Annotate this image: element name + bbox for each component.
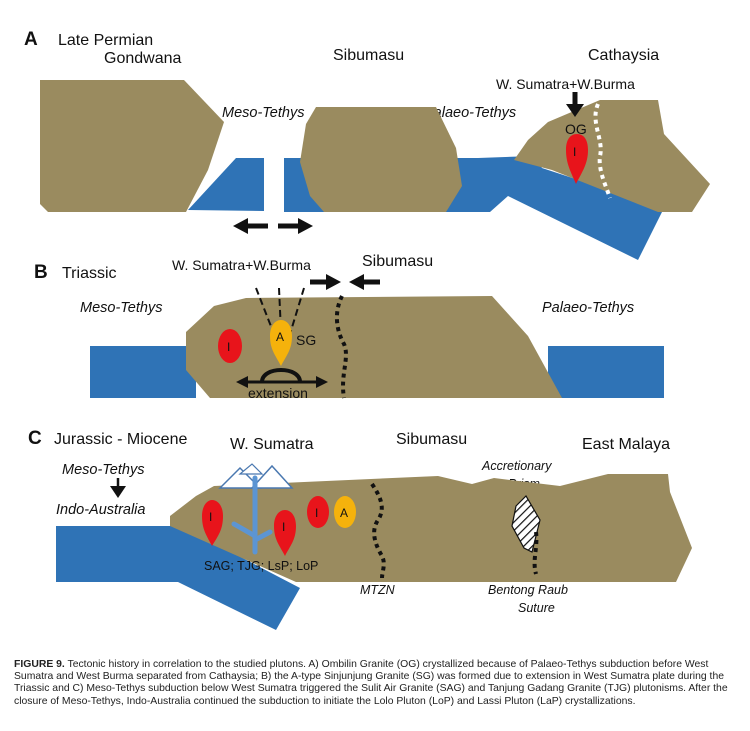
gondwana-plate — [40, 80, 224, 212]
extension-label: extension — [248, 385, 308, 401]
indo-australia-slab — [56, 526, 300, 630]
i-type-pluton-c3: I — [307, 496, 329, 528]
wsumatra-wburma-label-b: W. Sumatra+W.Burma — [172, 257, 311, 273]
suture-label: Suture — [518, 601, 555, 615]
sibumasu-plate-a — [300, 107, 462, 212]
suture-line-b — [335, 295, 348, 399]
panel-b: B Triassic W. Sumatra+W.Burma Sibumasu M… — [34, 253, 664, 401]
extension-arrow-b — [236, 368, 328, 388]
a-type-pluton-c: A — [334, 496, 356, 528]
panel-a: A Late Permian Gondwana Sibumasu Cathays… — [24, 29, 710, 260]
pluton-label-a-b: A — [276, 330, 284, 344]
sg-label: SG — [296, 332, 316, 348]
meso-tethys-label-a: Meso-Tethys — [222, 105, 304, 121]
panel-b-letter: B — [34, 262, 48, 283]
meso-tethys-ocean-b — [90, 346, 196, 398]
figure-caption-text: Tectonic history in correlation to the s… — [14, 659, 728, 707]
suture-line-a — [593, 103, 612, 199]
i-type-pluton-c2: I — [274, 510, 296, 556]
magma-conduit-c — [231, 475, 273, 555]
i-type-pluton-c1: I — [202, 500, 223, 546]
wsumatra-label-c: W. Sumatra — [230, 436, 314, 453]
wsumatra-wburma-label-a: W. Sumatra+W.Burma — [496, 76, 635, 92]
i-type-pluton-b: I — [218, 329, 242, 363]
gondwana-label: Gondwana — [104, 50, 181, 67]
sibumasu-label-c: Sibumasu — [396, 431, 467, 448]
pluton-label-a-c: A — [340, 506, 348, 520]
east-malaya-label: East Malaya — [582, 436, 670, 453]
cathaysia-plate — [514, 100, 710, 212]
bentong-raub-label: Bentong Raub — [488, 583, 568, 597]
pluton-label-i-c2: I — [282, 520, 285, 534]
i-type-pluton-a: I — [566, 134, 588, 184]
arrow-down-a — [566, 92, 584, 117]
panel-b-title: Triassic — [62, 265, 117, 282]
og-label: OG — [565, 121, 587, 137]
a-type-pluton-b: A — [270, 320, 292, 366]
panel-c-title: Jurassic - Miocene — [54, 431, 187, 448]
pluton-label-i-c3: I — [315, 506, 318, 520]
panel-c-letter: C — [28, 428, 42, 449]
meso-tethys-label-b: Meso-Tethys — [80, 300, 162, 316]
indo-australia-label: Indo-Australia — [56, 502, 145, 518]
panel-a-letter: A — [24, 29, 38, 50]
arrow-down-c — [110, 478, 126, 498]
tectonic-history-diagram: A Late Permian Gondwana Sibumasu Cathays… — [24, 29, 710, 630]
accretionary-label: Accretionary — [481, 459, 552, 473]
pluton-label-i-a: I — [573, 145, 576, 159]
palaeo-tethys-label-b: Palaeo-Tethys — [542, 300, 634, 316]
mtzn-suture-line — [370, 482, 386, 579]
bentong-raub-suture-line — [532, 531, 539, 575]
accretionary-prism — [511, 495, 541, 553]
figure-caption: FIGURE 9. Tectonic history in correlatio… — [14, 659, 736, 708]
pluton-label-i-b: I — [227, 340, 230, 354]
cathaysia-label: Cathaysia — [588, 47, 659, 64]
sibumasu-label-b: Sibumasu — [362, 253, 433, 270]
panel-c: C Jurassic - Miocene W. Sumatra Sibumasu… — [28, 428, 692, 630]
sumatra-malaya-plate-c — [170, 474, 692, 582]
pluton-label-i-c1: I — [209, 510, 212, 524]
volcano-arc — [218, 463, 294, 489]
palaeo-tethys-ocean-b — [548, 346, 664, 398]
convergent-arrows-b — [310, 274, 380, 290]
sibumasu-label-a: Sibumasu — [333, 47, 404, 64]
figure-label: FIGURE 9. — [14, 659, 65, 670]
meso-tethys-label-c: Meso-Tethys — [62, 462, 144, 478]
divergent-arrows-a — [233, 218, 313, 234]
mtzn-label: MTZN — [360, 583, 396, 597]
meso-tethys-ocean-left — [188, 158, 264, 211]
plutons-label: SAG; TJG; LsP; LoP — [204, 559, 318, 573]
palaeo-tethys-label-a: Palaeo-Tethys — [424, 105, 516, 121]
panel-a-title: Late Permian — [58, 32, 153, 49]
